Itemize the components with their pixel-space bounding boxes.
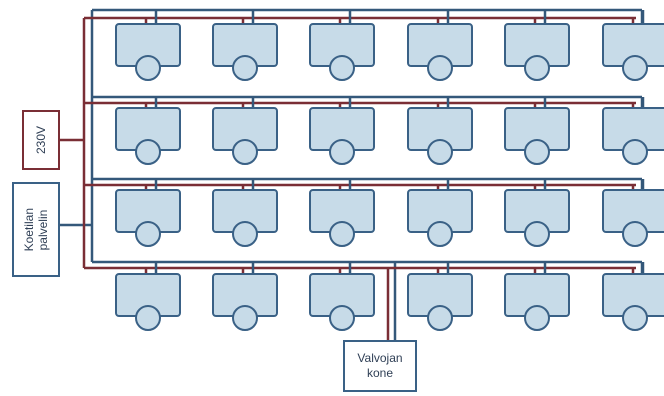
workstation-base: [232, 55, 258, 81]
workstation-base: [135, 305, 161, 331]
workstation-base: [427, 221, 453, 247]
workstation-base: [524, 221, 550, 247]
workstation-r2-c4: [407, 97, 473, 165]
workstation-r4-c6: [602, 262, 664, 331]
workstation-base: [232, 221, 258, 247]
workstation-base: [427, 55, 453, 81]
workstation-base: [622, 305, 648, 331]
workstation-r2-c5: [504, 97, 570, 165]
classroom-server-label-line1: Koetilan: [22, 207, 36, 252]
workstation-base: [135, 139, 161, 165]
workstation-r4-c1: [115, 262, 181, 331]
workstation-r1-c2: [212, 10, 278, 81]
workstation-r2-c6: [602, 97, 664, 165]
workstation-r1-c5: [504, 10, 570, 81]
workstation-base: [622, 221, 648, 247]
workstation-base: [622, 55, 648, 81]
workstation-grid: [115, 10, 664, 331]
workstation-base: [329, 55, 355, 81]
power-supply-label: 230V: [34, 125, 48, 155]
workstation-r4-c5: [504, 262, 570, 331]
workstation-r2-c3: [309, 97, 375, 165]
workstation-r3-c5: [504, 179, 570, 247]
workstation-r4-c2: [212, 262, 278, 331]
workstation-base: [232, 305, 258, 331]
workstation-r1-c1: [115, 10, 181, 81]
workstation-base: [329, 139, 355, 165]
workstation-r4-c4: [407, 262, 473, 331]
workstation-r3-c2: [212, 179, 278, 247]
workstation-base: [622, 139, 648, 165]
workstation-r3-c1: [115, 179, 181, 247]
workstation-base: [329, 305, 355, 331]
workstation-base: [329, 221, 355, 247]
workstation-base: [427, 139, 453, 165]
workstation-base: [427, 305, 453, 331]
workstation-r2-c1: [115, 97, 181, 165]
supervisor-computer-box: Valvojan kone: [343, 340, 417, 392]
supervisor-computer-label-line1: Valvojan: [357, 351, 403, 365]
workstation-base: [135, 55, 161, 81]
workstation-r3-c4: [407, 179, 473, 247]
workstation-r1-c3: [309, 10, 375, 81]
workstation-base: [135, 221, 161, 247]
workstation-base: [524, 139, 550, 165]
classroom-server-label-line2: palvelin: [36, 209, 50, 250]
workstation-base: [232, 139, 258, 165]
workstation-base: [524, 55, 550, 81]
workstation-r1-c6: [602, 10, 664, 81]
supervisor-computer-label-line2: kone: [366, 366, 394, 380]
power-supply-box: 230V: [22, 110, 60, 170]
workstation-r4-c3: [309, 262, 375, 331]
workstation-r1-c4: [407, 10, 473, 81]
workstation-r2-c2: [212, 97, 278, 165]
workstation-base: [524, 305, 550, 331]
workstation-r3-c3: [309, 179, 375, 247]
workstation-r3-c6: [602, 179, 664, 247]
